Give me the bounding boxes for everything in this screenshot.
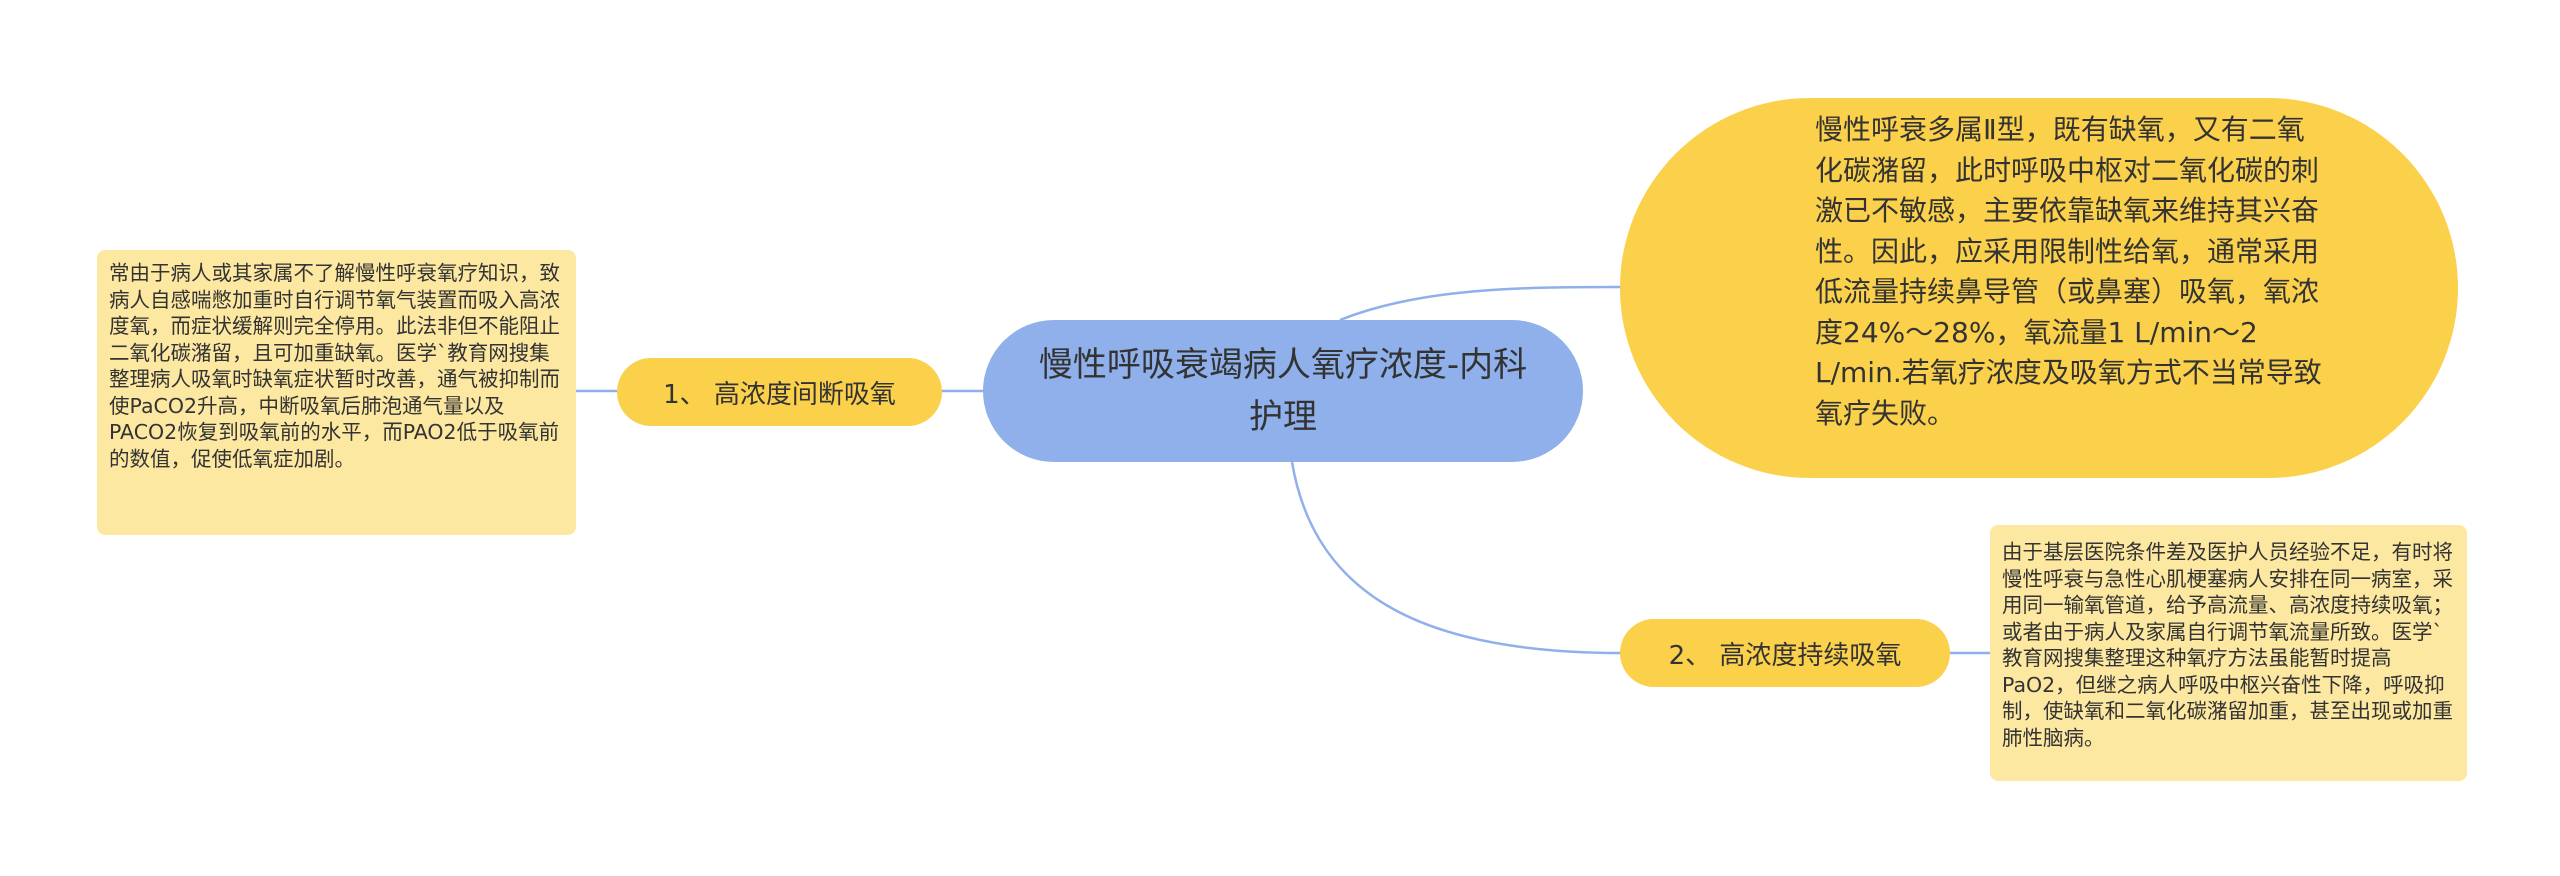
detail-intermittent[interactable]: 常由于病人或其家属不了解慢性呼衰氧疗知识，致病人自感喘憋加重时自行调节氧气装置而…: [97, 250, 576, 535]
detail-text: 常由于病人或其家属不了解慢性呼衰氧疗知识，致病人自感喘憋加重时自行调节氧气装置而…: [109, 261, 560, 471]
connector-central-to-intro-bubble: [1339, 285, 1623, 322]
intro-bubble-text: 慢性呼衰多属Ⅱ型，既有缺氧，又有二氧化碳潴留，此时呼吸中枢对二氧化碳的刺激已不敏…: [1815, 113, 2322, 430]
connector-central-to-branch-2: [1290, 461, 1623, 655]
detail-text: 由于基层医院条件差及医护人员经验不足，有时将慢性呼衰与急性心肌梗塞病人安排在同一…: [2002, 540, 2453, 750]
central-topic[interactable]: 慢性呼吸衰竭病人氧疗浓度-内科护理: [983, 320, 1583, 462]
branch-label: 1、 高浓度间断吸氧: [663, 379, 896, 410]
branch-continuous-high-oxygen[interactable]: 2、 高浓度持续吸氧: [1620, 619, 1950, 687]
central-topic-title: 慢性呼吸衰竭病人氧疗浓度-内科护理: [1038, 345, 1528, 437]
intro-bubble[interactable]: 慢性呼衰多属Ⅱ型，既有缺氧，又有二氧化碳潴留，此时呼吸中枢对二氧化碳的刺激已不敏…: [1620, 98, 2458, 478]
branch-intermittent-high-oxygen[interactable]: 1、 高浓度间断吸氧: [617, 358, 942, 426]
detail-continuous[interactable]: 由于基层医院条件差及医护人员经验不足，有时将慢性呼衰与急性心肌梗塞病人安排在同一…: [1990, 525, 2467, 781]
branch-label: 2、 高浓度持续吸氧: [1668, 640, 1902, 671]
